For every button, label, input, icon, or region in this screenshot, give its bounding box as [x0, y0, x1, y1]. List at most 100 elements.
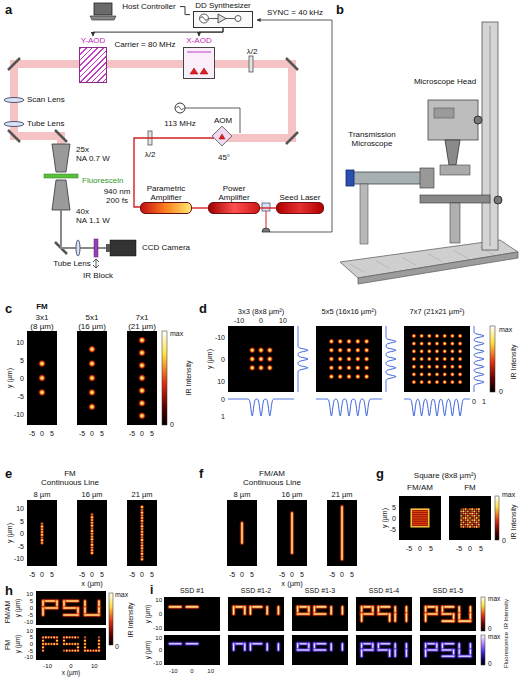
fluorescence-plot: [244, 644, 245, 650]
figure-label: 0: [290, 571, 294, 578]
line-scan-plot: [277, 500, 307, 566]
spot-grid-plot: [355, 356, 361, 362]
panel-letter: d: [199, 302, 207, 315]
figure-label: -10: [153, 660, 162, 666]
square-scan-plot: [411, 515, 429, 516]
fluorescence-plot: [395, 614, 396, 621]
figure-label: 5: [20, 357, 24, 364]
aom-crystal: AOM: [208, 116, 238, 147]
fluorescence-plot: [393, 650, 398, 656]
ir-filter: [94, 239, 98, 257]
figure-label: 0: [115, 643, 119, 650]
figure-label: 940 nm: [104, 188, 131, 196]
figure-label: 8 µm: [34, 491, 51, 499]
line-scan-plot: [241, 523, 244, 543]
letter-scan-plot: [55, 642, 59, 646]
figure-label: 0: [159, 611, 162, 617]
fluorescence-plot: [459, 619, 470, 624]
figure-label: -10: [153, 625, 162, 631]
node-label: Power Amplifier: [208, 184, 260, 202]
figure-label: 0: [40, 571, 44, 578]
figure-label: IR Intensity: [127, 602, 134, 637]
square-scan-plot: [411, 513, 429, 514]
figure-label: -5: [18, 393, 24, 400]
fluorescence-plot: [243, 644, 248, 650]
fluorescence-plot: [233, 607, 234, 614]
spot-grid-plot: [434, 372, 439, 377]
fluorescence-plot: [330, 644, 333, 650]
figure-label: max: [170, 330, 183, 337]
intensity-profile: [386, 326, 396, 392]
aom-crystal: [212, 126, 232, 146]
fluorescence-plot: [186, 606, 197, 609]
square-scan-plot: [399, 496, 441, 540]
letter-scan-plot: [55, 635, 59, 639]
spot-grid-plot: [328, 338, 334, 344]
letter-scan-plot: [85, 614, 99, 615]
connector: [180, 7, 190, 15]
letter-scan-plot: [55, 635, 59, 639]
line-scan-plot: [341, 507, 342, 560]
controller-label: Host Controller: [118, 2, 180, 11]
fluorescence-plot: [361, 650, 362, 656]
letter-scan-plot: [83, 635, 87, 639]
node-label: AOM: [208, 116, 238, 125]
fluorescence-plot: [442, 621, 453, 622]
spot-grid-plot: [266, 356, 273, 363]
figure-label: FM: [64, 470, 76, 478]
spot-grid-plot: [419, 356, 424, 361]
fluorescence-plot: [267, 607, 268, 614]
intensity-profile: [474, 326, 484, 392]
connector: [192, 207, 208, 208]
spot-line-plot: [38, 374, 46, 382]
figure-label: 0: [418, 545, 422, 552]
spot-line-plot: [77, 331, 107, 425]
figure-label: -5: [329, 571, 335, 578]
fluorescence-plot: [298, 649, 309, 650]
letter-scan-plot: [41, 635, 45, 639]
fluorescence-plot: [186, 605, 197, 610]
fluorescence-plot: [388, 614, 391, 621]
figure-label: 0: [20, 530, 24, 537]
camera: [110, 240, 136, 256]
fluorescence-plot: [314, 613, 325, 616]
fluorescence-plot: [442, 656, 453, 657]
spot-grid-plot: [450, 349, 455, 354]
square-scan-plot: [477, 525, 481, 529]
figure-label: FM: [464, 484, 476, 492]
fluorescence-plot: [250, 607, 251, 614]
figure-label: Transmission Microscope: [342, 131, 402, 149]
spot-grid-plot: [266, 364, 273, 371]
node-label: Seed Laser: [276, 193, 324, 202]
letter-scan-plot: [97, 642, 101, 646]
figure-label: -5: [129, 430, 135, 437]
fluorescence-plot: [424, 614, 427, 621]
figure-label: -10: [215, 334, 225, 341]
fluorescence-plot: [170, 606, 181, 607]
figure-label: x (µm): [62, 670, 81, 677]
letter-scan-plot: [64, 614, 78, 615]
figure-label: FM: [4, 640, 11, 650]
fluorescence-plot: [164, 635, 220, 665]
spot-grid-plot: [355, 374, 361, 380]
figure-label: 0: [90, 430, 94, 437]
figure-label: -5: [456, 545, 462, 552]
figure-label: 0: [20, 375, 24, 382]
letter-scan-plot: [41, 608, 46, 615]
spot-grid-plot: [258, 364, 265, 371]
figure-label: IR Intensity: [510, 344, 517, 379]
laptop-icon: [90, 16, 116, 20]
figure-label: NA 0.7 W: [76, 155, 110, 163]
figure-label: y (µm): [206, 349, 213, 369]
figure-label: max: [499, 326, 512, 333]
fluorescence-plot: [387, 650, 392, 656]
fluorescence-plot: [266, 644, 269, 650]
aom-crystal: [219, 134, 225, 139]
spot-line-plot: [38, 388, 46, 396]
fluorescence-plot: [360, 650, 363, 656]
fluorescence-plot: [356, 597, 412, 631]
spot-grid-plot: [419, 372, 424, 377]
microscope-rendering: [450, 203, 460, 243]
letter-scan-plot: [85, 614, 99, 617]
figure-label: 0: [30, 641, 33, 647]
